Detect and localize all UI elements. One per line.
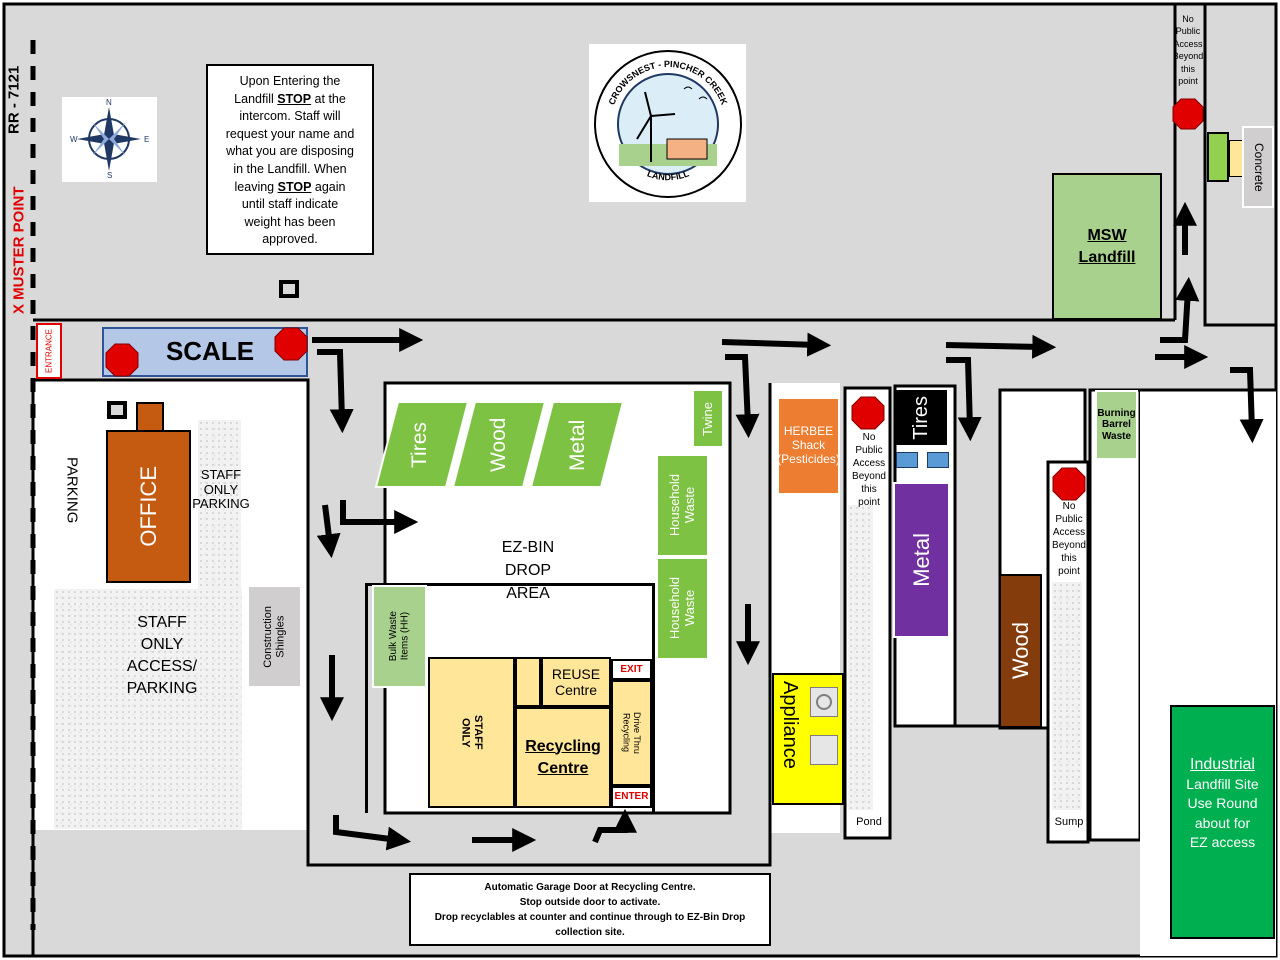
notice-line: Landfill STOP at the <box>234 91 346 106</box>
stop-sign-icon <box>105 343 139 377</box>
compass-s: S <box>107 171 113 180</box>
small-room <box>515 657 541 707</box>
notice-line: intercom. Staff will <box>239 109 341 124</box>
pond-label: Pond <box>856 815 882 828</box>
stop-sign-icon <box>274 327 308 361</box>
arrow-right <box>340 500 419 534</box>
washer-icon <box>810 687 838 717</box>
appliance-label: Appliance <box>779 681 801 769</box>
intercom-notice: Upon Entering the Landfill STOP at the i… <box>206 64 374 255</box>
arrow-right <box>333 815 412 851</box>
metal-area: Metal <box>893 482 950 638</box>
concrete-marker-icon <box>1207 132 1229 182</box>
tire-marker-icon <box>927 452 949 468</box>
notice-line: until staff indicate <box>241 197 339 212</box>
notice-line: in the Landfill. When <box>233 161 347 176</box>
notice-line: request your name and <box>225 126 355 141</box>
arrow-up <box>1160 276 1200 343</box>
exit-sign: EXIT <box>611 659 652 680</box>
arrow-up <box>592 808 637 844</box>
industrial-title: Industrial <box>1190 756 1255 773</box>
notice-line: Upon Entering the <box>239 74 341 88</box>
svg-text:LANDFILL: LANDFILL <box>646 168 691 182</box>
compass-rose: N E S W <box>62 97 157 182</box>
compass-e: E <box>144 135 150 144</box>
arrow-right <box>721 332 832 357</box>
fridge-icon <box>810 735 838 765</box>
sump-label: Sump <box>1054 815 1084 828</box>
wood-area: Wood <box>999 574 1042 728</box>
pond-gravel-strip <box>848 505 873 810</box>
parking-label: PARKING <box>63 456 81 524</box>
notice-line: what you are disposing <box>226 144 354 159</box>
intercom-icon <box>107 401 127 419</box>
notice-line: weight has been <box>244 214 336 229</box>
logo-emblem-icon <box>594 50 742 198</box>
enter-sign: ENTER <box>611 786 652 808</box>
landfill-logo: CROWSNEST - PINCHER CREEK LANDFILL <box>589 44 746 202</box>
arrow-down <box>725 354 760 439</box>
intercom-icon <box>279 280 299 298</box>
tires-area: Tires <box>895 390 947 445</box>
stop-sign-icon <box>1052 467 1086 501</box>
compass-n: N <box>106 98 112 107</box>
compass-icon <box>77 107 141 171</box>
compass-w: W <box>70 135 78 144</box>
logo-text: CROWSNEST - PINCHER CREEK LANDFILL <box>607 59 730 182</box>
garage-door-notice: Automatic Garage Door at Recycling Centr… <box>409 873 771 946</box>
arrow-down <box>946 357 982 442</box>
arrow-right <box>945 334 1057 359</box>
sump-gravel-strip <box>1052 582 1082 810</box>
stop-sign-icon <box>851 396 885 430</box>
tire-marker-icon <box>896 452 918 468</box>
stop-sign-icon <box>1172 98 1204 130</box>
notice-line: leaving STOP again <box>234 179 346 194</box>
recycling-building <box>365 583 655 813</box>
concrete-area: Concrete <box>1242 126 1274 208</box>
appliance-area: Appliance <box>772 673 844 805</box>
twine-bin: Twine <box>692 389 724 448</box>
industrial-landfill-site: Industrial Landfill Site Use Round about… <box>1170 705 1275 939</box>
office-chimney <box>136 402 164 432</box>
arrow-down <box>316 504 341 559</box>
staff-access-gravel <box>54 589 242 829</box>
office-building: OFFICE <box>106 430 191 583</box>
notice-line: approved. <box>262 232 318 247</box>
arrow-down <box>317 349 354 434</box>
arrow-down <box>1230 367 1264 444</box>
